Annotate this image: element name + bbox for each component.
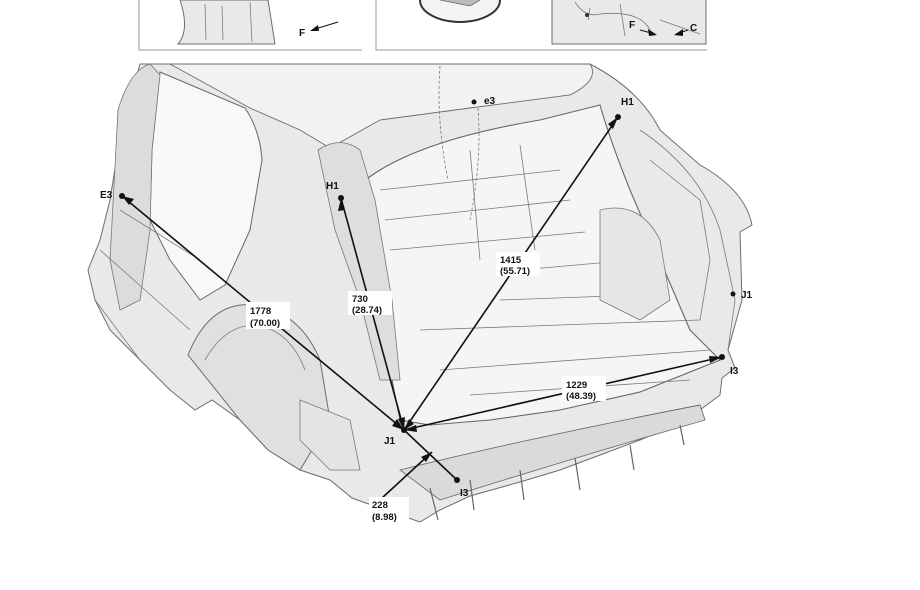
dim-228-mm: 228 bbox=[372, 500, 388, 511]
dim-1415-in: (55.71) bbox=[500, 266, 530, 277]
label-i3-bottom: I3 bbox=[460, 488, 469, 499]
arrowhead-icon bbox=[404, 425, 417, 432]
dimension-1415: 1415 (55.71) bbox=[496, 252, 540, 277]
dimension-labels: 1415 (55.71) 730 (28.74) 1778 (70.00) 12… bbox=[246, 252, 606, 523]
label-e3-top: e3 bbox=[484, 96, 496, 107]
arrowhead-icon bbox=[404, 419, 414, 430]
point-h1-inner bbox=[338, 195, 344, 201]
arrowhead-icon bbox=[709, 356, 722, 363]
dim-730-in: (28.74) bbox=[352, 305, 382, 316]
dim-1778-in: (70.00) bbox=[250, 318, 280, 329]
dimension-228: 228 (8.98) bbox=[369, 497, 409, 523]
vehicle-body-illustration bbox=[87, 63, 753, 523]
dimension-1778: 1778 (70.00) bbox=[246, 302, 290, 329]
arrowhead-icon bbox=[392, 419, 404, 430]
arrowhead-icon bbox=[122, 196, 134, 205]
label-h1-top-right: H1 bbox=[621, 97, 634, 108]
arrow-c-icon bbox=[674, 29, 683, 36]
arrowhead-icon bbox=[338, 198, 345, 211]
dim-1415-mm: 1415 bbox=[500, 255, 522, 266]
label-i3-right: I3 bbox=[730, 366, 739, 377]
point-h1-top-right bbox=[615, 114, 621, 120]
dimension-1229: 1229 (48.39) bbox=[562, 376, 606, 402]
detail-magnifier-circle bbox=[419, 0, 501, 23]
arrow-f-label-right: F bbox=[629, 20, 635, 31]
point-e3-left bbox=[119, 193, 125, 199]
point-i3-right bbox=[719, 354, 725, 360]
measurement-points bbox=[119, 99, 736, 483]
detail-panel-left bbox=[138, 0, 362, 51]
dim-730-mm: 730 bbox=[352, 294, 368, 305]
point-j1-right bbox=[730, 291, 736, 297]
arrow-f-label-left: F bbox=[299, 28, 305, 39]
top-detail-panels: F F C bbox=[138, 0, 707, 51]
detail-left-part bbox=[176, 0, 276, 45]
arrow-f-icon-right bbox=[648, 29, 657, 36]
detail-right-part bbox=[551, 0, 707, 45]
point-i3-bottom bbox=[454, 477, 460, 483]
label-h1-inner: H1 bbox=[326, 181, 339, 192]
dim-1229-mm: 1229 bbox=[566, 380, 587, 391]
point-e3-top bbox=[471, 99, 477, 105]
arrowhead-icon bbox=[421, 452, 432, 462]
dim-1778-mm: 1778 bbox=[250, 306, 271, 317]
arrowhead-icon bbox=[608, 117, 618, 129]
meas-line-j1-i3 bbox=[403, 429, 458, 481]
dimension-730: 730 (28.74) bbox=[348, 291, 392, 316]
label-e3-left: E3 bbox=[100, 190, 113, 201]
point-j1-bottom bbox=[401, 427, 407, 433]
point-labels: e3 H1 H1 E3 J1 I3 J1 I3 bbox=[100, 96, 753, 499]
arrowhead-icon bbox=[398, 417, 405, 430]
dim-228-in: (8.98) bbox=[372, 512, 397, 523]
dim-1229-in: (48.39) bbox=[566, 391, 596, 402]
label-j1-bottom: J1 bbox=[384, 436, 396, 447]
detail-panel-right bbox=[375, 0, 707, 51]
arrow-f-icon-left bbox=[310, 25, 319, 31]
label-j1-right: J1 bbox=[741, 290, 753, 301]
arrow-c-label: C bbox=[690, 23, 697, 34]
